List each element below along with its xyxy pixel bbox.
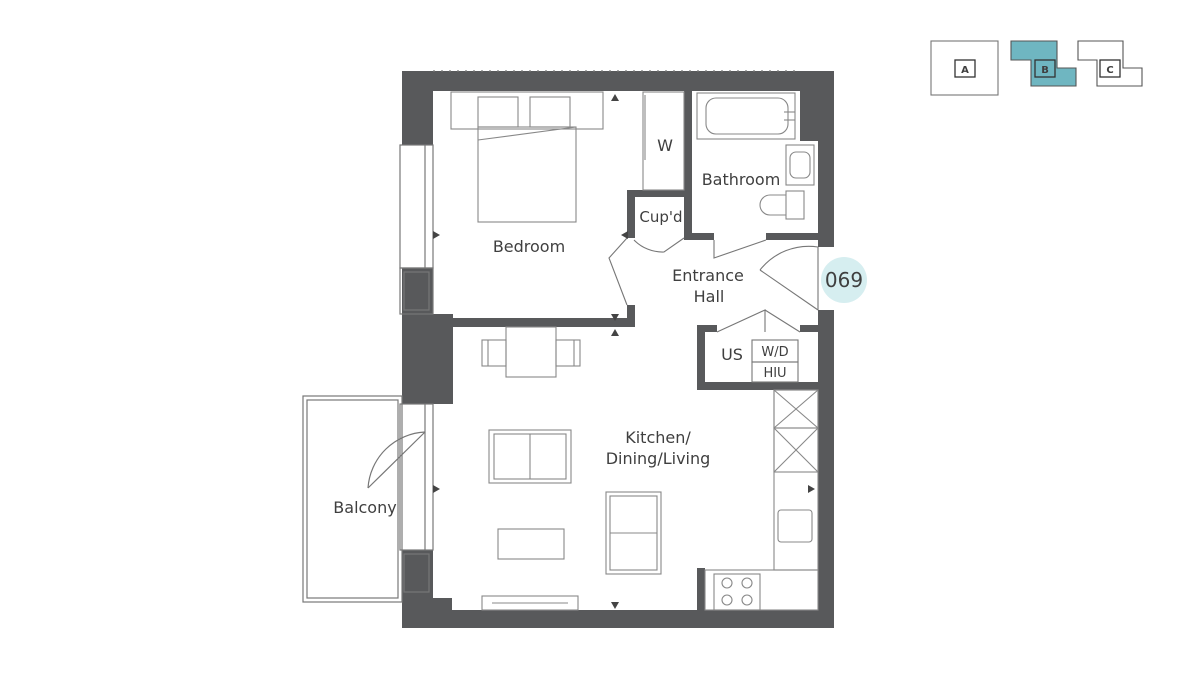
room-label-hiu: HIU [763, 366, 786, 381]
entrance-door [759, 245, 819, 311]
room-label-living-line1: Kitchen/ [625, 428, 691, 447]
room-label-washer-dryer: W/D [761, 345, 788, 360]
window-frames [399, 70, 800, 593]
sofa [488, 429, 572, 484]
hob [713, 573, 761, 611]
bed [450, 91, 604, 223]
key-plan-label-a: A [961, 65, 969, 76]
room-label-cupboard: Cup'd [639, 208, 682, 226]
key-plan-block-a: A [930, 40, 999, 96]
room-label-living-line2: Dining/Living [606, 449, 711, 468]
room-label-entrance-line2: Hall [694, 287, 725, 306]
unit-number: 069 [825, 268, 863, 292]
bathroom-door [713, 239, 767, 259]
room-label-wardrobe: W [657, 136, 673, 155]
tv-unit [481, 595, 579, 611]
bedroom-door [608, 237, 685, 306]
dimension-markers [433, 94, 815, 609]
room-label-entrance-line1: Entrance [672, 266, 744, 285]
coffee-table [497, 528, 565, 560]
bathtub [696, 92, 796, 140]
room-label-balcony: Balcony [333, 498, 396, 517]
utility-door [716, 309, 801, 383]
room-label-utility: US [721, 345, 743, 364]
room-label-bathroom: Bathroom [702, 170, 781, 189]
room-label-bedroom: Bedroom [493, 237, 565, 256]
key-plan-label-b: B [1041, 65, 1049, 76]
key-plan-block-c: C [1077, 40, 1143, 87]
balcony [302, 395, 426, 603]
kitchen-units [704, 389, 819, 611]
toilet [759, 190, 805, 220]
wardrobe [642, 91, 685, 191]
dining-table [481, 326, 581, 378]
key-plan: A B C [930, 40, 1143, 96]
armchair [605, 491, 662, 575]
key-plan-block-b: B [1010, 40, 1077, 87]
key-plan-label-c: C [1106, 65, 1113, 76]
basin [785, 144, 815, 186]
unit-number-badge [821, 257, 867, 303]
